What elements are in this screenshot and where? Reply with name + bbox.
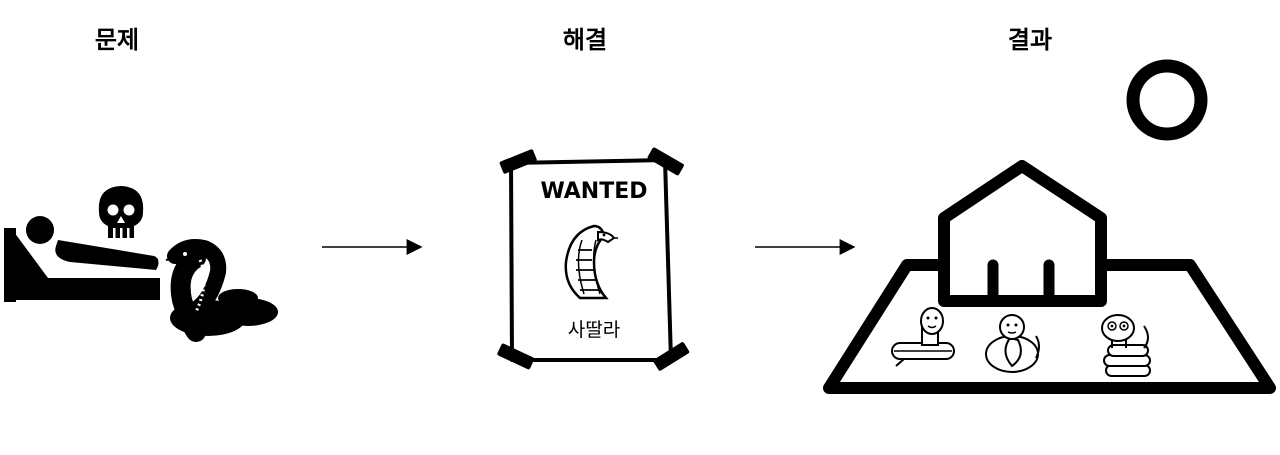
poster-caption: 사딸라 [568,319,620,341]
result-title: 결과 [1007,26,1053,54]
house-icon [938,160,1107,307]
cobra-icon [165,239,278,342]
curled-snake-icon [985,314,1040,373]
sun-icon [1126,59,1208,141]
patient-icon [26,216,159,270]
cobra-drawing-icon [564,224,618,300]
wanted-poster: WANTED 사딸라 [497,147,690,371]
skull-icon [98,186,144,238]
stacked-snake-icon [1101,314,1151,377]
result-illustration [823,59,1276,394]
poster-heading: WANTED [540,179,647,204]
coiled-snake-icon [891,307,955,367]
bed-icon [4,228,160,302]
problem-title: 문제 [94,26,140,54]
tape-icon [497,147,690,371]
problem-illustration [4,186,278,342]
solution-title: 해결 [562,26,608,54]
